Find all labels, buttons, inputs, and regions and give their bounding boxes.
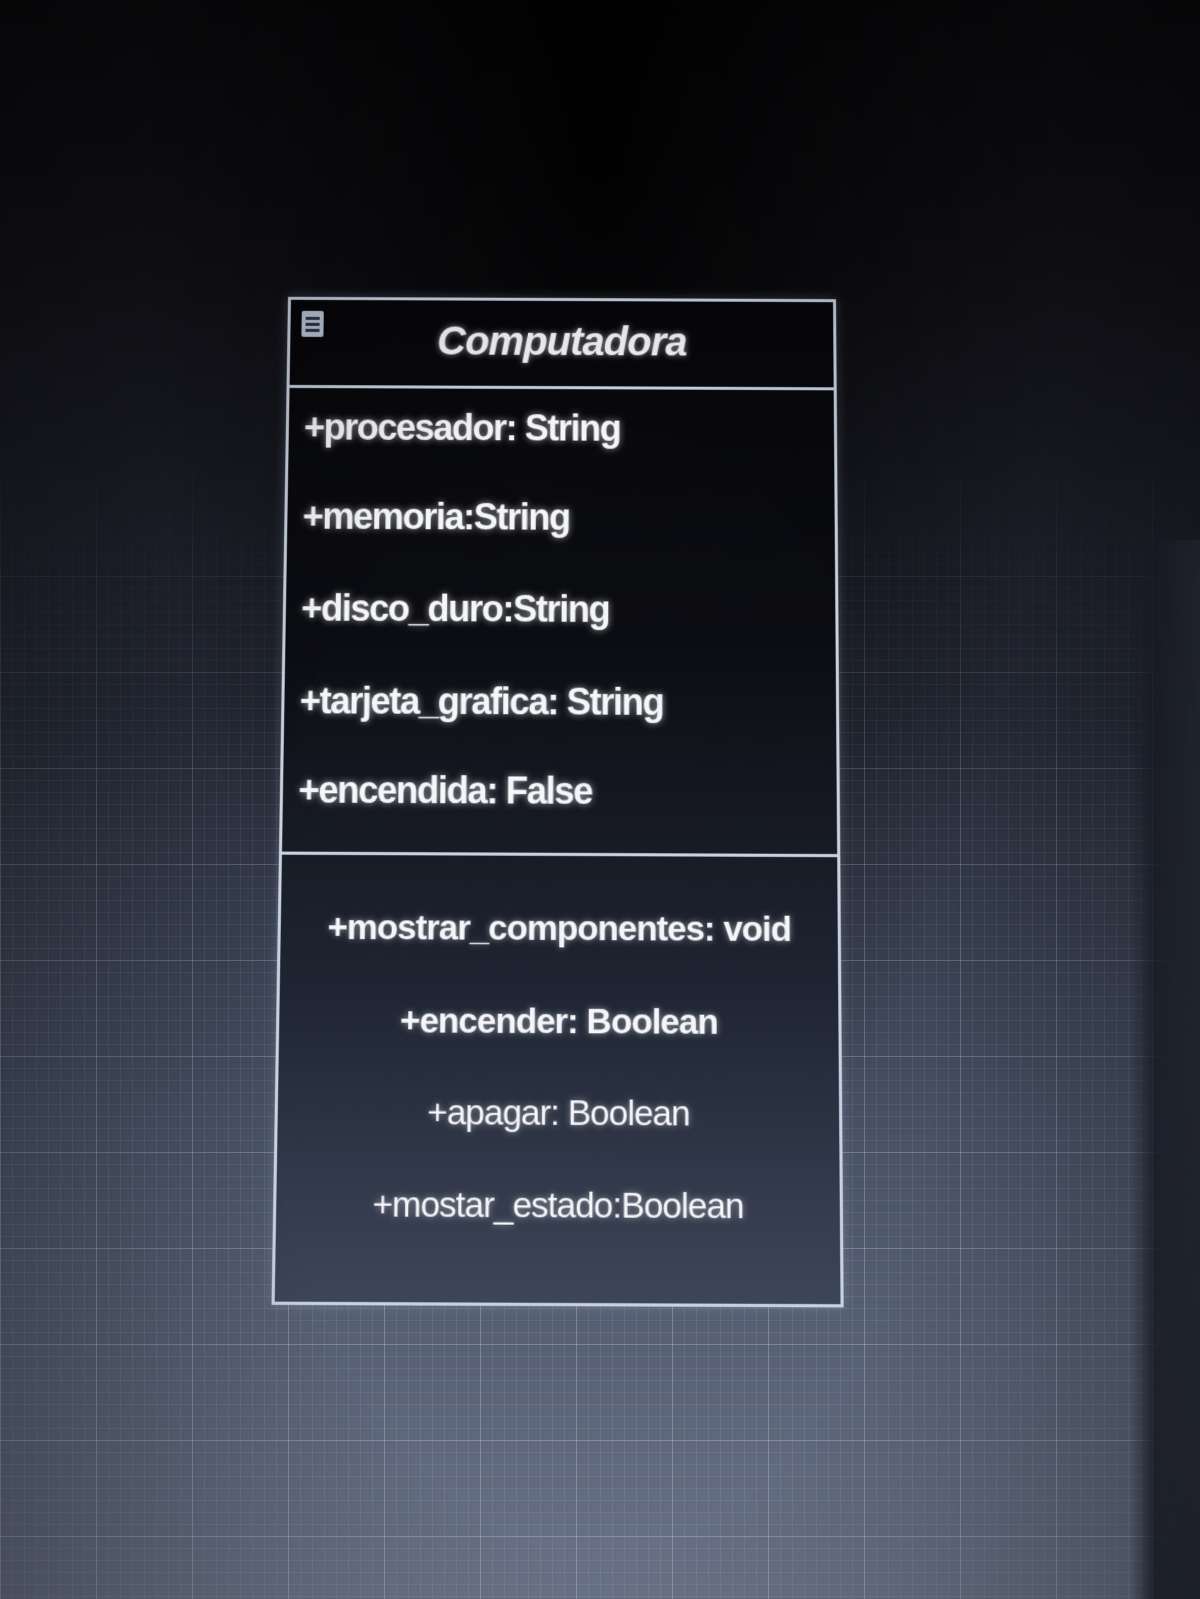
operation-encender[interactable]: +encender: Boolean [399, 1000, 718, 1043]
monitor-bezel [1130, 540, 1200, 1599]
attribute-memoria[interactable]: +memoria:String [302, 495, 570, 538]
operation-apagar[interactable]: +apagar: Boolean [427, 1092, 690, 1135]
uml-class-box[interactable]: Computadora +procesador: String +memoria… [271, 296, 844, 1308]
attributes-section: +procesador: String +memoria:String +dis… [278, 387, 841, 858]
operation-mostrar-componentes[interactable]: +mostrar_componentes: void [327, 907, 792, 950]
class-header: Computadora [286, 296, 837, 391]
class-name[interactable]: Computadora [436, 319, 687, 365]
attribute-tarjeta-grafica[interactable]: +tarjeta_grafica: String [299, 679, 664, 724]
operations-section: +mostrar_componentes: void +encender: Bo… [272, 855, 844, 1308]
attribute-disco-duro[interactable]: +disco_duro:String [300, 586, 610, 631]
attribute-procesador[interactable]: +procesador: String [303, 406, 621, 449]
operation-mostar-estado[interactable]: +mostar_estado:Boolean [372, 1184, 744, 1227]
attribute-encendida[interactable]: +encendida: False [298, 768, 593, 813]
